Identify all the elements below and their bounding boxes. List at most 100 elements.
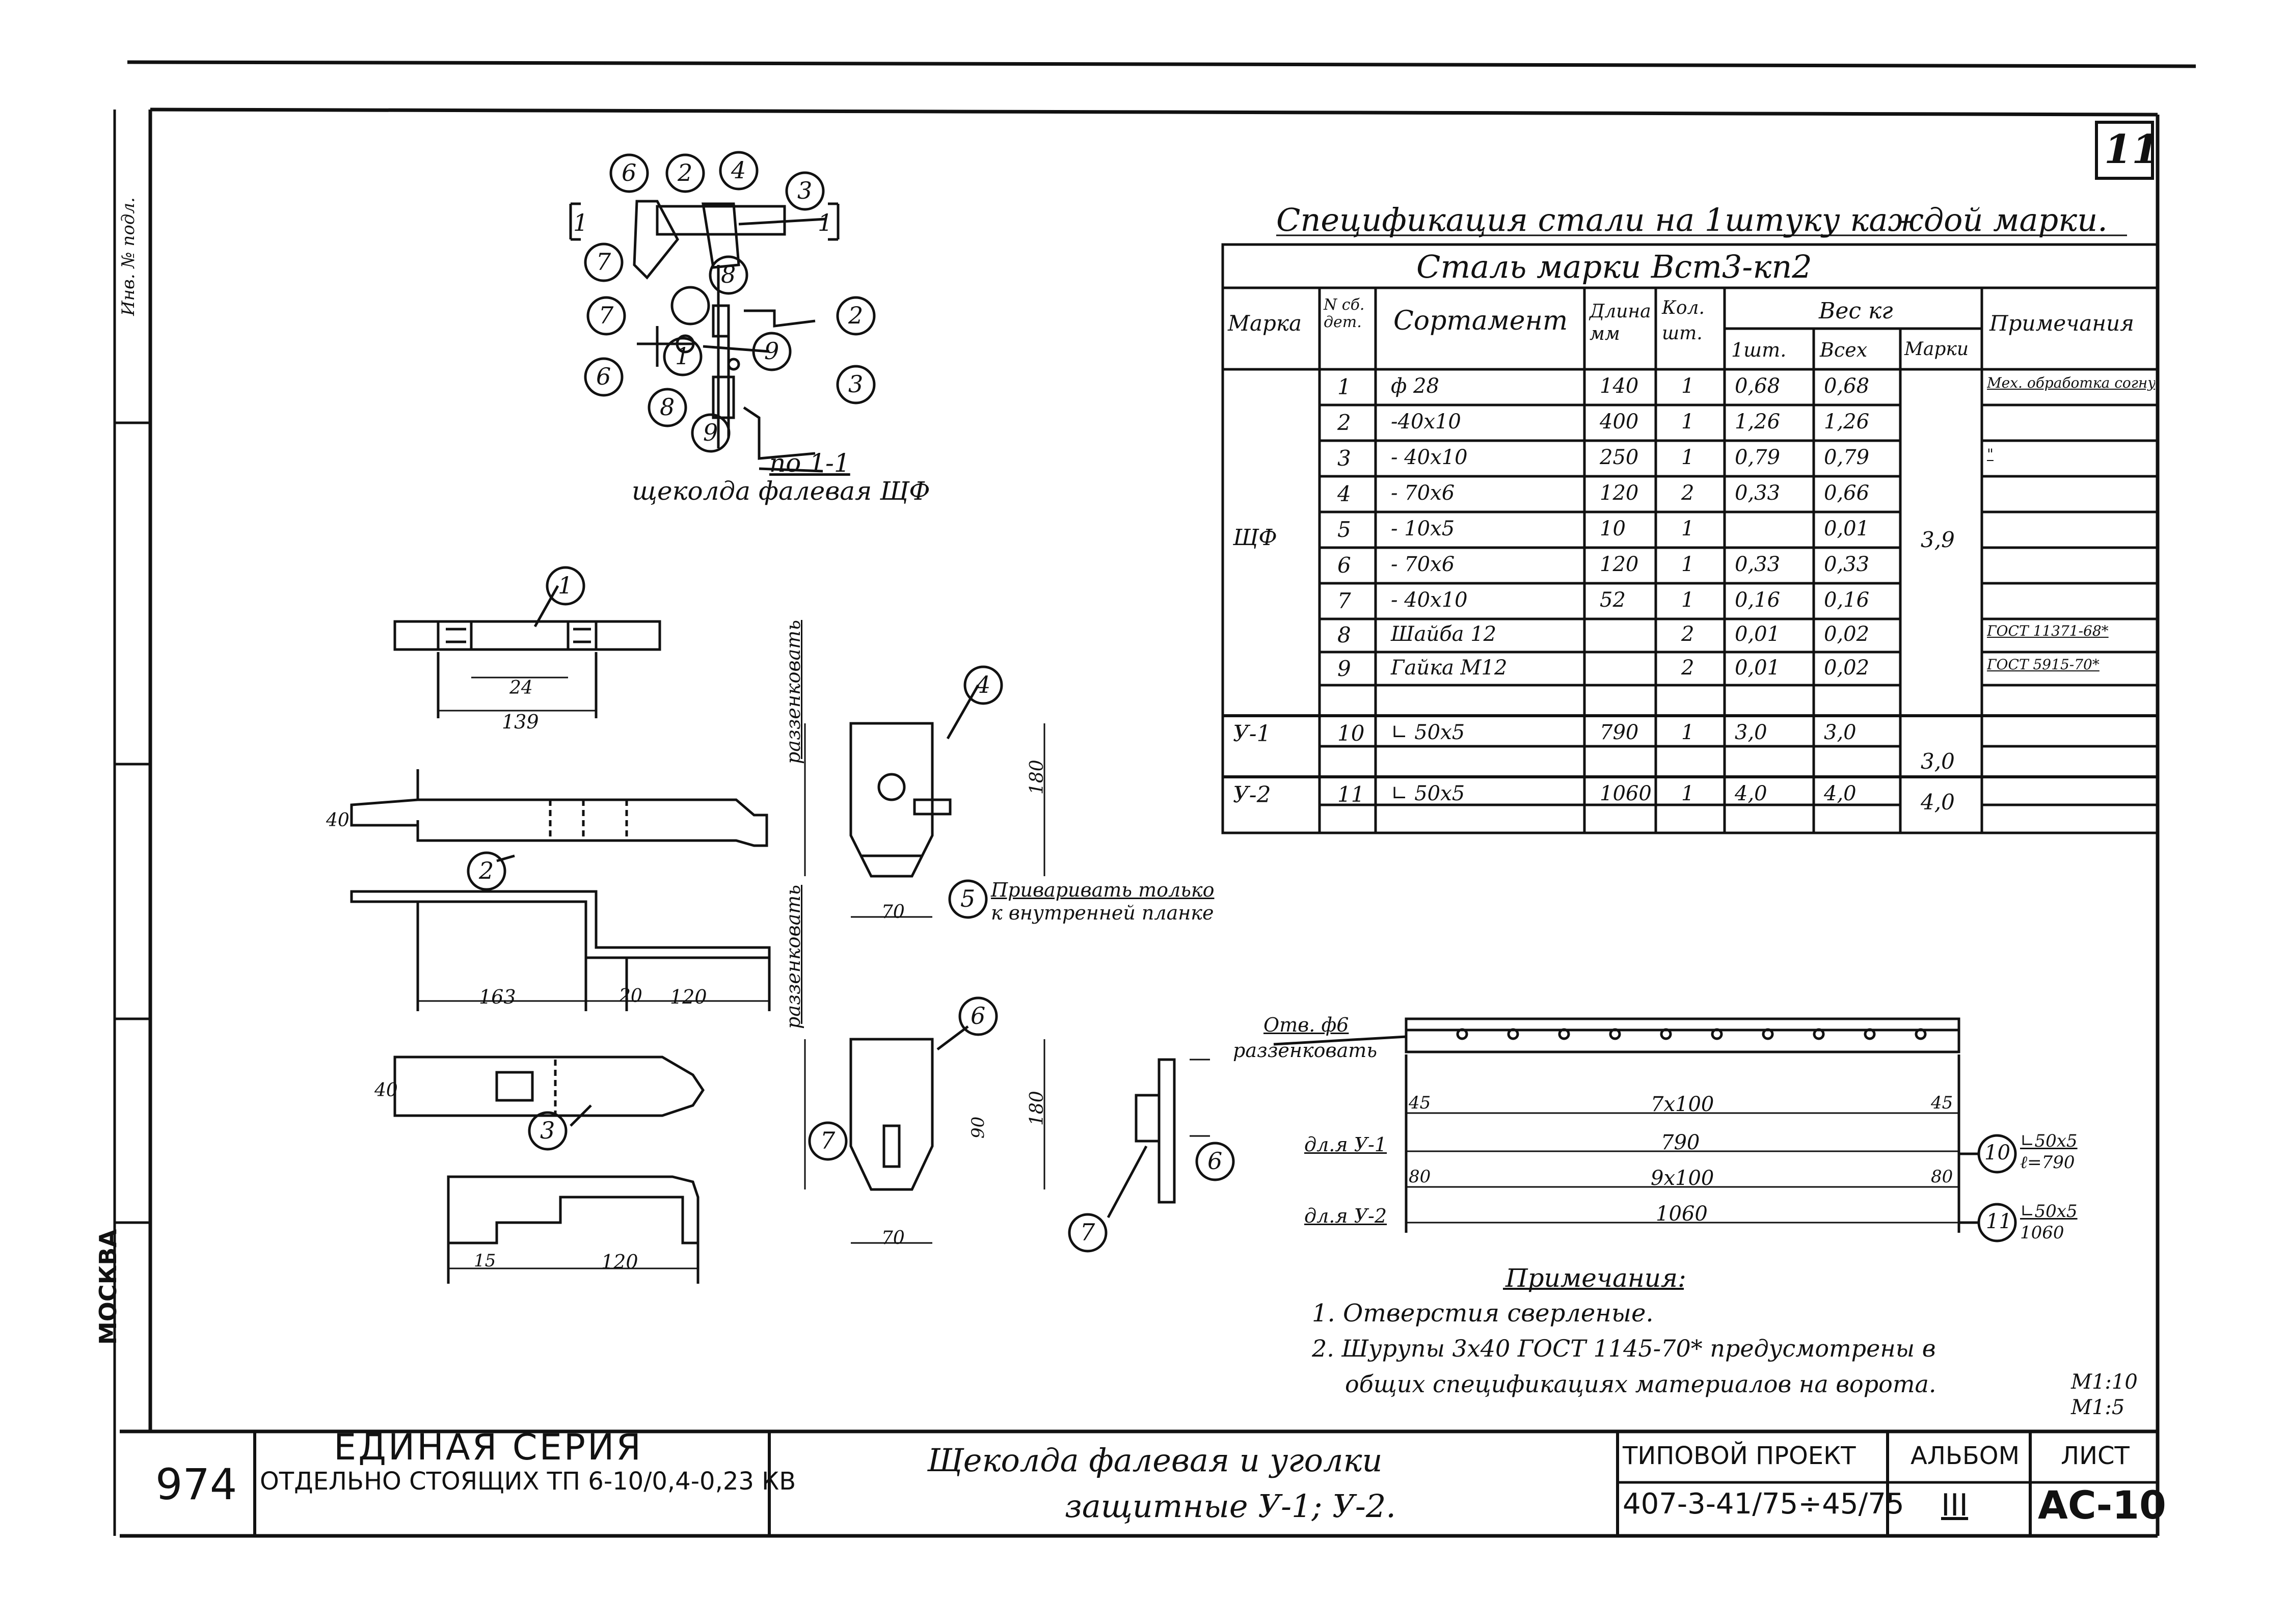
total-u1: 3,0 [1921, 749, 1955, 774]
spec-cell-wall: 0,02 [1824, 622, 1870, 646]
spec-cell-wall: 0,66 [1824, 481, 1870, 505]
spec-cell-w1: 1,26 [1735, 410, 1781, 434]
spec-table-grid [1221, 243, 2159, 834]
balloon-10: 10 [1984, 1141, 2010, 1165]
spec-cell-length: 120 [1600, 481, 1639, 505]
angle-len-2: 1060 [1656, 1202, 1708, 1226]
plate-4-drawing [804, 665, 1045, 919]
weld-note-1: Приваривать только [991, 879, 1215, 901]
note-1: 1. Отверстия сверленые. [1312, 1299, 1654, 1328]
header-length: Длина мм [1590, 301, 1651, 344]
angle-edge-80b: 80 [1931, 1167, 1953, 1187]
balloon-1: 1 [558, 572, 573, 599]
spec-cell-w1: 4,0 [1735, 782, 1767, 805]
spec-cell-qty: 1 [1681, 517, 1694, 540]
spec-cell-w1: 0,01 [1735, 622, 1781, 646]
header-weight: Вес кг [1819, 298, 1893, 324]
spec-cell-no: 3 [1337, 446, 1351, 471]
spec-cell-no: 5 [1337, 517, 1351, 542]
angle-section-1b: ℓ=790 [2020, 1152, 2075, 1173]
title-block-series-2: ОТДЕЛЬНО СТОЯЩИХ ТП 6-10/0,4-0,23 КВ [260, 1467, 796, 1496]
spec-cell-length: 52 [1600, 588, 1626, 612]
dim-20: 20 [619, 986, 642, 1007]
dim-180b: 180 [1027, 1091, 1047, 1126]
balloon-7b: 7 [599, 302, 614, 329]
scale-1: М1:10 [2071, 1370, 2138, 1394]
weld-note-2: к внутренней планке [991, 902, 1214, 924]
spec-cell-mark: У-1 [1233, 721, 1271, 747]
spec-cell-qty: 2 [1681, 622, 1694, 646]
spec-cell-no: 8 [1337, 622, 1351, 647]
spec-cell-length: 250 [1600, 446, 1639, 469]
spec-cell-w1: 0,33 [1735, 553, 1781, 576]
title-block-sheet-label: ЛИСТ [2061, 1442, 2130, 1470]
dim-120b: 120 [601, 1251, 638, 1273]
spec-cell-wall: 0,01 [1824, 517, 1870, 540]
dim-120a: 120 [670, 986, 707, 1008]
dim-180a: 180 [1027, 760, 1047, 795]
header-w-all: Всех [1820, 339, 1868, 361]
angle-label-2: дл.я У-2 [1304, 1205, 1387, 1227]
part-3-drawing [393, 1055, 705, 1284]
angle-section-2b: 1060 [2020, 1223, 2064, 1243]
balloon-2b: 2 [848, 302, 864, 329]
spec-cell-wall: 0,33 [1824, 553, 1870, 576]
angle-pitch-1: 7x100 [1651, 1093, 1714, 1116]
spec-cell-mark: У-2 [1233, 782, 1271, 808]
angles-drawing [1273, 1017, 2017, 1242]
dim-40b: 40 [374, 1080, 398, 1101]
total-shf: 3,9 [1921, 527, 1955, 552]
balloon-4a: 4 [731, 156, 746, 184]
angle-section-1: ∟50x5 [2020, 1131, 2078, 1151]
section-label: по 1-1 [769, 448, 850, 478]
spec-cell-qty: 1 [1681, 374, 1694, 398]
spec-cell-w1: 3,0 [1735, 721, 1767, 744]
balloon-11: 11 [1986, 1210, 2012, 1233]
balloon-1a: 1 [675, 342, 690, 370]
spec-cell-profile: ∟ 50x5 [1391, 782, 1465, 805]
title-block-project-label: ТИПОВОЙ ПРОЕКТ [1623, 1442, 1856, 1470]
dim-15: 15 [474, 1251, 496, 1271]
header-part-no: N сб. дет. [1324, 296, 1365, 331]
balloon-3a: 3 [797, 177, 813, 204]
spec-cell-no: 9 [1337, 656, 1351, 681]
title-block-name-1: Щеколда фалевая и уголки [927, 1442, 1383, 1479]
spec-cell-no: 10 [1337, 721, 1365, 746]
title-block-sheet-value: АС-10 [2038, 1482, 2166, 1528]
spec-cell-wall: 3,0 [1824, 721, 1856, 744]
dim-163: 163 [479, 986, 516, 1008]
spec-cell-wall: 4,0 [1824, 782, 1856, 805]
balloon-9a: 9 [764, 337, 779, 365]
title-block-album-value: III [1941, 1487, 1969, 1523]
spec-cell-profile: - 70x6 [1391, 553, 1455, 576]
balloon-8b: 8 [660, 393, 675, 421]
spec-cell-no: 1 [1337, 374, 1351, 399]
spec-cell-mark: ЩФ [1233, 525, 1277, 551]
section-mark-left: 1 [573, 209, 588, 236]
dim-70b: 70 [881, 1228, 905, 1249]
spec-cell-wall: 0,16 [1824, 588, 1870, 612]
hole-note-1: Отв. ф6 [1263, 1014, 1349, 1036]
part-1-drawing [393, 566, 661, 718]
spec-cell-wall: 0,02 [1824, 656, 1870, 680]
spec-cell-no: 6 [1337, 553, 1351, 578]
balloon-7a: 7 [596, 248, 611, 276]
spec-cell-profile: - 40x10 [1391, 588, 1468, 612]
assembly-drawing [569, 151, 876, 473]
side-note: Инв. № подл. [118, 197, 139, 316]
spec-cell-w1: 0,79 [1735, 446, 1781, 469]
spec-cell-no: 2 [1337, 410, 1351, 435]
spec-cell-length: 120 [1600, 553, 1639, 576]
scale-2: М1:5 [2071, 1396, 2125, 1419]
total-u2: 4,0 [1921, 790, 1955, 815]
title-block-series-1: ЕДИНАЯ СЕРИЯ [334, 1426, 643, 1468]
balloon-6: 6 [971, 1002, 986, 1030]
spec-cell-profile: ф 28 [1391, 374, 1439, 398]
header-qty: Кол. шт. [1662, 297, 1705, 344]
spec-cell-qty: 1 [1681, 553, 1694, 576]
countersink-note-2: раззенковать [782, 884, 804, 1029]
angle-section-2: ∟50x5 [2020, 1201, 2078, 1222]
sheet-number: 11 [2104, 126, 2160, 173]
balloon-8a: 8 [721, 261, 736, 288]
